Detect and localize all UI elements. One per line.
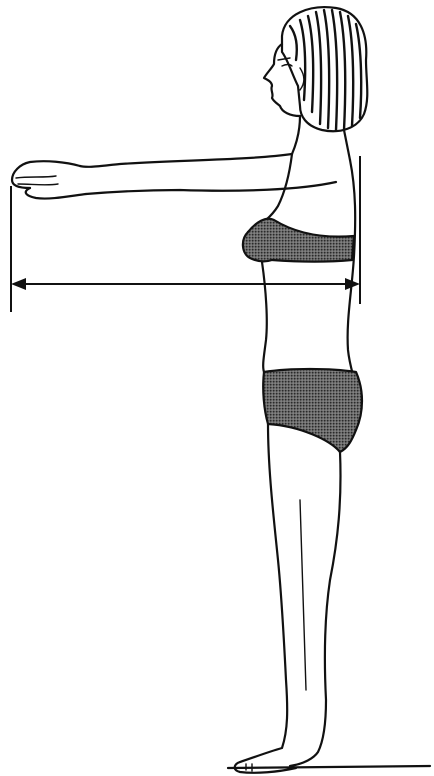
bra-garment — [243, 219, 354, 262]
left-arrowhead — [11, 278, 26, 290]
hair — [282, 7, 367, 131]
briefs-garment — [263, 369, 362, 452]
neck — [292, 116, 300, 154]
ground-line — [228, 766, 430, 768]
legs — [235, 424, 341, 773]
